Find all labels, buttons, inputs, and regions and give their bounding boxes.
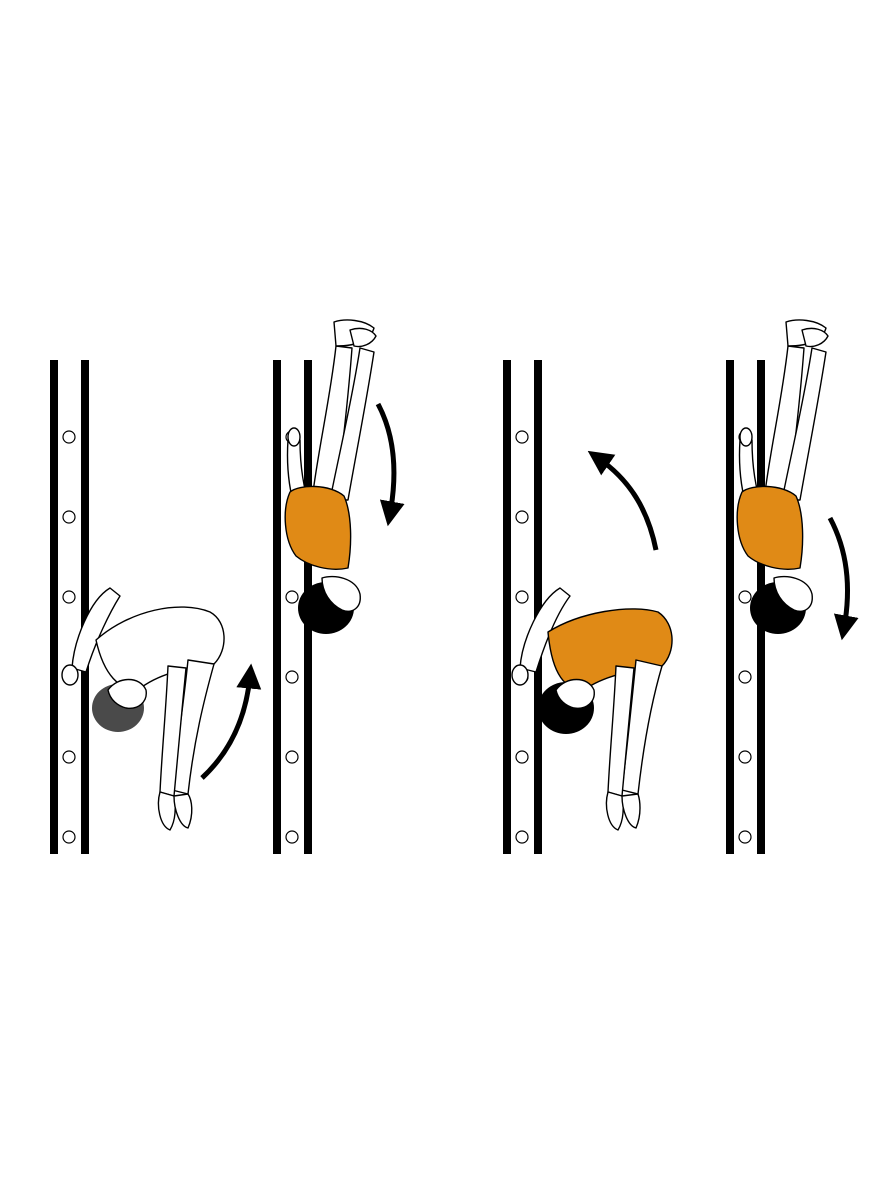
person-inverted-4 [736, 319, 829, 634]
wall-bars-1 [50, 360, 89, 854]
person-pike-3 [511, 587, 673, 831]
wall-bars-3 [503, 360, 542, 854]
arrow-up-3 [587, 450, 659, 551]
arrow-down-4 [827, 516, 859, 641]
arrow-down-2 [375, 402, 405, 527]
arrow-up-1 [200, 663, 262, 780]
person-inverted-2 [284, 319, 377, 634]
person-pike-1 [61, 587, 225, 831]
panel-2 [273, 319, 405, 854]
panel-3 [503, 360, 673, 854]
panel-1 [50, 360, 262, 854]
panel-4 [726, 319, 859, 854]
